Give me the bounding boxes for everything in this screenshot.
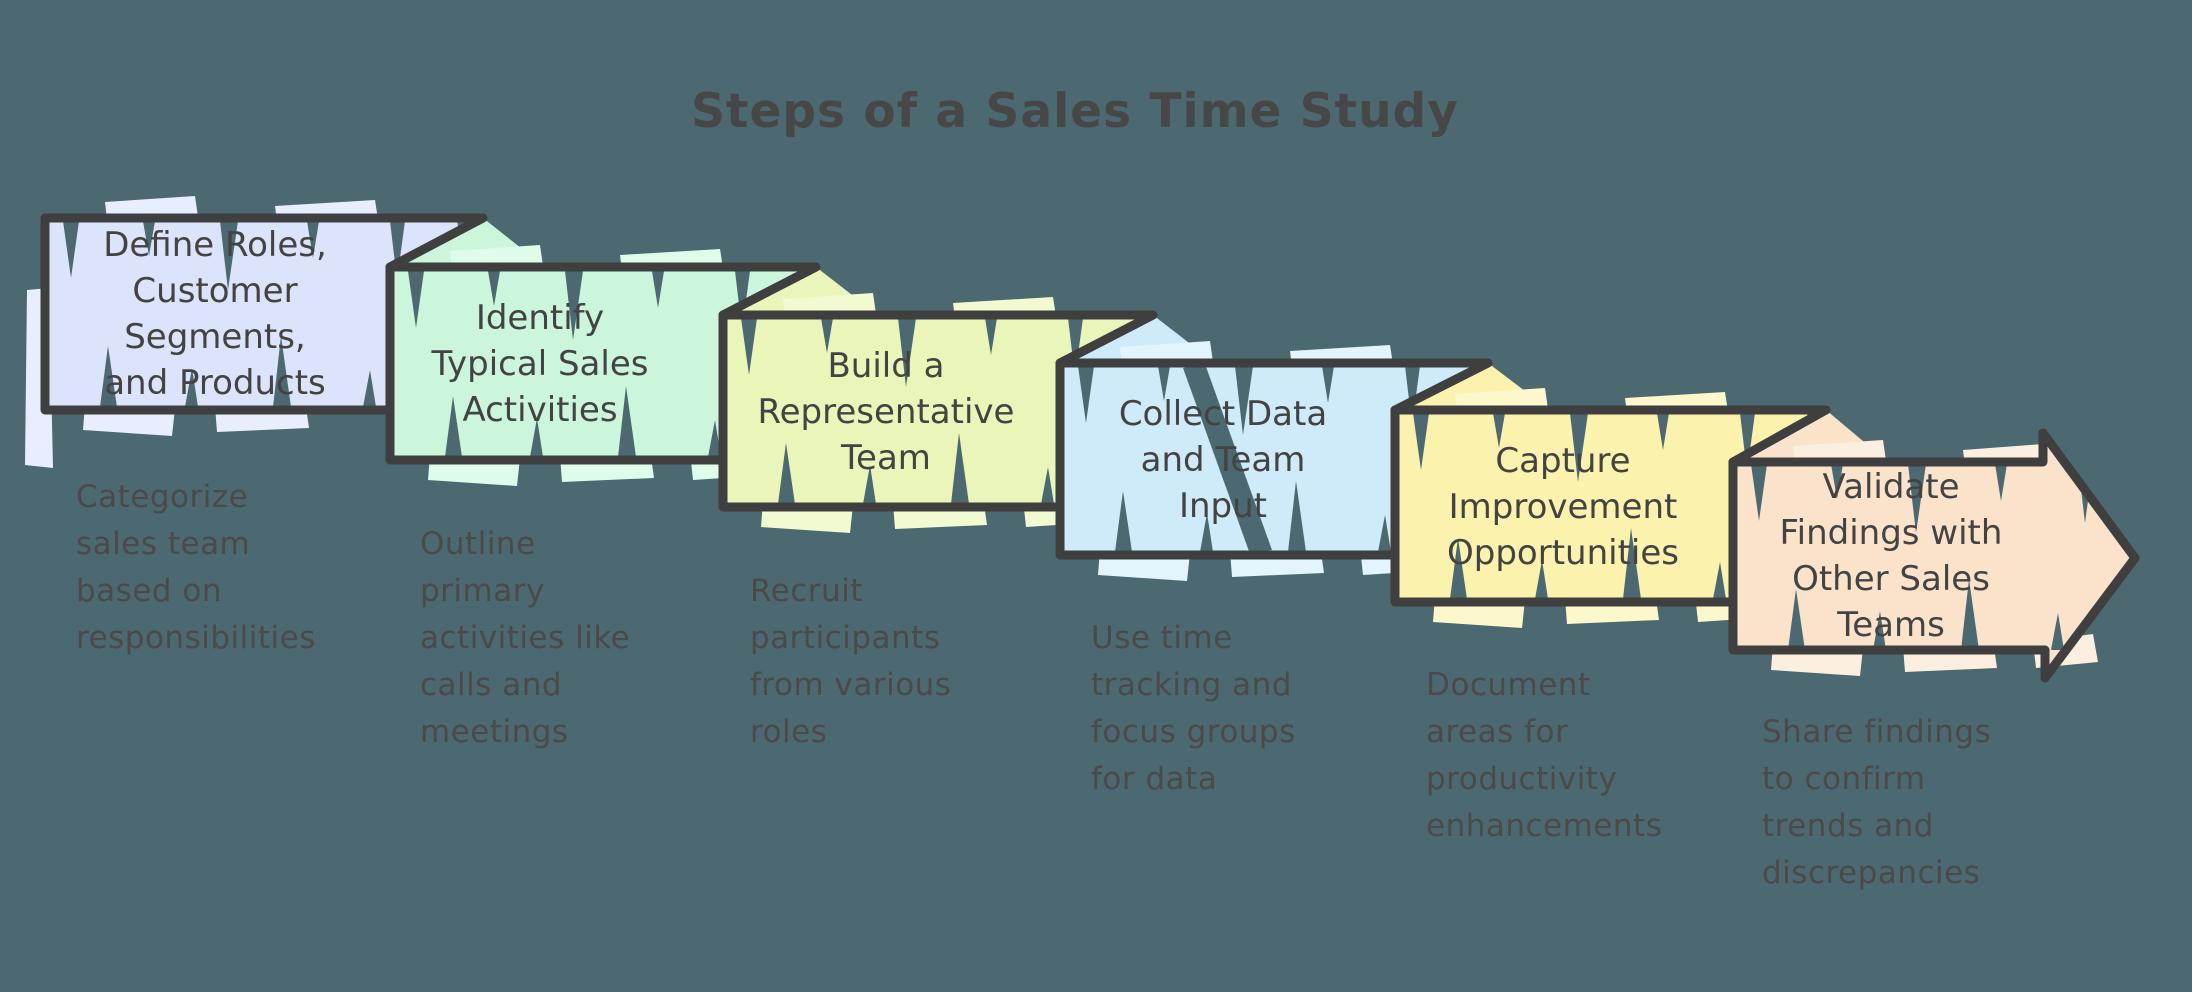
step-6-arrow-fill [1733, 433, 2135, 678]
step-1-label: Define Roles, Customer Segments, and Pro… [103, 225, 327, 403]
step-2-label: Identify Typical Sales Activities [431, 297, 649, 430]
step-3-description: Recruit participants from various roles [750, 573, 952, 750]
step-4-label: Collect Data and Team Input [1118, 393, 1328, 526]
step-3-label: Build a Representative Team [757, 345, 1015, 478]
step-5-label: Capture Improvement Opportunities [1447, 440, 1679, 573]
step-1-description: Categorize sales team based on responsib… [76, 479, 316, 656]
step-6-arrow-shape [1728, 428, 2157, 683]
step-5-description: Document areas for productivity enhancem… [1426, 667, 1663, 844]
page-title: Steps of a Sales Time Study [691, 84, 1459, 139]
step-6-description: Share findings to confirm trends and dis… [1762, 714, 1992, 891]
step-4-banner-outline [1055, 358, 1493, 560]
step-5-banner-outline [1390, 405, 1831, 607]
step-3-banner-outline [718, 310, 1158, 512]
step-6-arrow-outline [1728, 428, 2140, 683]
step-4-description: Use time tracking and focus groups for d… [1091, 620, 1296, 797]
step-4-scribble-slash [1183, 364, 1272, 554]
step-6-label: Validate Findings with Other Sales Teams [1779, 467, 2003, 645]
step-2-description: Outline primary activities like calls an… [420, 526, 631, 750]
step-2-banner-outline [385, 262, 821, 465]
step-1-banner-outline [40, 213, 488, 415]
